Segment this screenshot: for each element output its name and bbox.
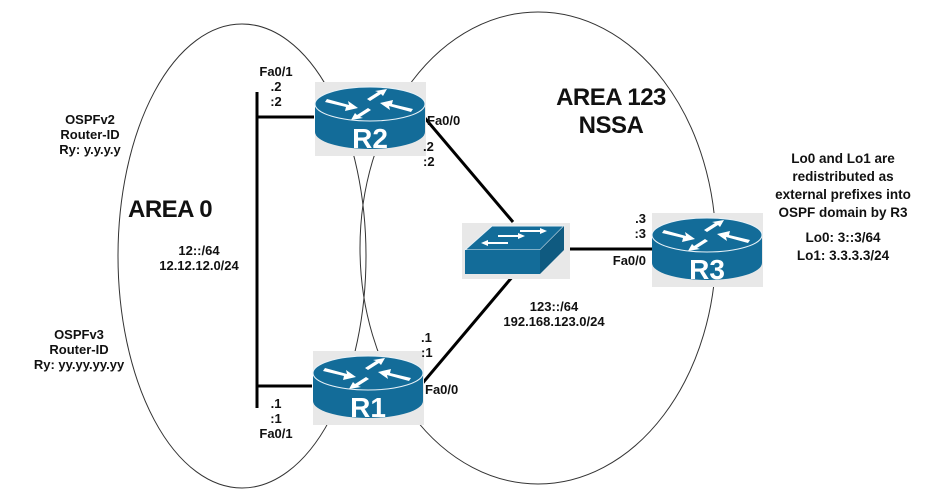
router-icon: [314, 86, 426, 149]
interface-ipv4: .2: [423, 139, 434, 154]
r2-fa01-label: Fa0/1 .2 :2: [256, 64, 296, 109]
loopback-lo1: Lo1: 3.3.3.3/24: [796, 248, 890, 263]
interface-ipv6: :2: [270, 94, 282, 109]
note-line: OSPFv2: [65, 112, 115, 127]
router-icon: [312, 355, 424, 418]
interface-ipv6: :1: [421, 345, 433, 360]
area123-title-line: NSSA: [578, 112, 644, 139]
r1-fa01-label: .1 :1 Fa0/1: [256, 396, 296, 441]
note-line: Lo0 and Lo1 are: [791, 151, 895, 166]
r2-fa00-addr: .2 :2: [423, 139, 435, 169]
note-line: redistributed as: [792, 169, 894, 184]
interface-name: Fa0/1: [259, 426, 293, 441]
router-icon: [651, 217, 763, 280]
router-label: R3: [689, 254, 725, 285]
note-line: Router-ID: [49, 342, 109, 357]
router-r1[interactable]: R1: [312, 351, 424, 425]
area123-title: AREA 123 NSSA: [536, 84, 686, 140]
interface-ipv4: .2: [270, 79, 282, 94]
note-line: Ry: y.y.y.y: [59, 142, 121, 157]
interface-ipv6: :2: [423, 154, 435, 169]
router-label: R1: [350, 392, 386, 423]
r3-loopbacks: Lo0: 3::3/64 Lo1: 3.3.3.3/24: [768, 229, 918, 265]
subnet-ipv4: 192.168.123.0/24: [503, 314, 605, 329]
note-line: Ry: yy.yy.yy.yy: [33, 357, 125, 372]
r3-redistribution-note: Lo0 and Lo1 are redistributed as externa…: [758, 150, 928, 222]
note-line: external prefixes into: [775, 187, 911, 202]
interface-ipv4: .1: [270, 396, 282, 411]
area0-title: AREA 0: [128, 196, 213, 223]
ospfv2-router-id-note: OSPFv2 Router-ID Ry: y.y.y.y: [45, 112, 135, 157]
r1-fa00-addr: .1 :1: [421, 330, 433, 360]
note-line: Router-ID: [60, 127, 120, 142]
note-line: OSPFv3: [54, 327, 104, 342]
note-line: OSPF domain by R3: [778, 205, 908, 220]
interface-ipv6: :3: [634, 226, 646, 241]
subnet-ipv6: 123::/64: [529, 299, 579, 314]
router-label: R2: [352, 123, 388, 154]
subnet-ipv4: 12.12.12.0/24: [159, 258, 239, 273]
router-r3[interactable]: R3: [651, 213, 763, 287]
switch-sw[interactable]: [462, 223, 570, 279]
segment123-subnets: 123::/64 192.168.123.0/24: [484, 299, 624, 329]
area0-boundary: [117, 23, 367, 489]
r1-fa00-name: Fa0/0: [425, 382, 459, 397]
area0-subnets: 12::/64 12.12.12.0/24: [138, 243, 260, 273]
switch-icon: [463, 225, 566, 274]
subnet-ipv6: 12::/64: [178, 243, 220, 258]
interface-ipv4: .1: [421, 330, 432, 345]
r2-fa00-name: Fa0/0: [427, 113, 461, 128]
interface-ipv4: .3: [635, 211, 646, 226]
link-r2-switch: [422, 116, 515, 223]
interface-ipv6: :1: [270, 411, 282, 426]
router-r2[interactable]: R2: [314, 82, 426, 156]
loopback-lo0: Lo0: 3::3/64: [805, 230, 881, 245]
ospfv3-router-id-note: OSPFv3 Router-ID Ry: yy.yy.yy.yy: [14, 327, 144, 372]
link-r1-switch: [419, 275, 515, 386]
r3-fa00-name: Fa0/0: [612, 253, 646, 268]
interface-name: Fa0/1: [259, 64, 293, 79]
area123-title-line: AREA 123: [556, 84, 666, 111]
r3-fa00-addr: .3 :3: [612, 211, 646, 241]
